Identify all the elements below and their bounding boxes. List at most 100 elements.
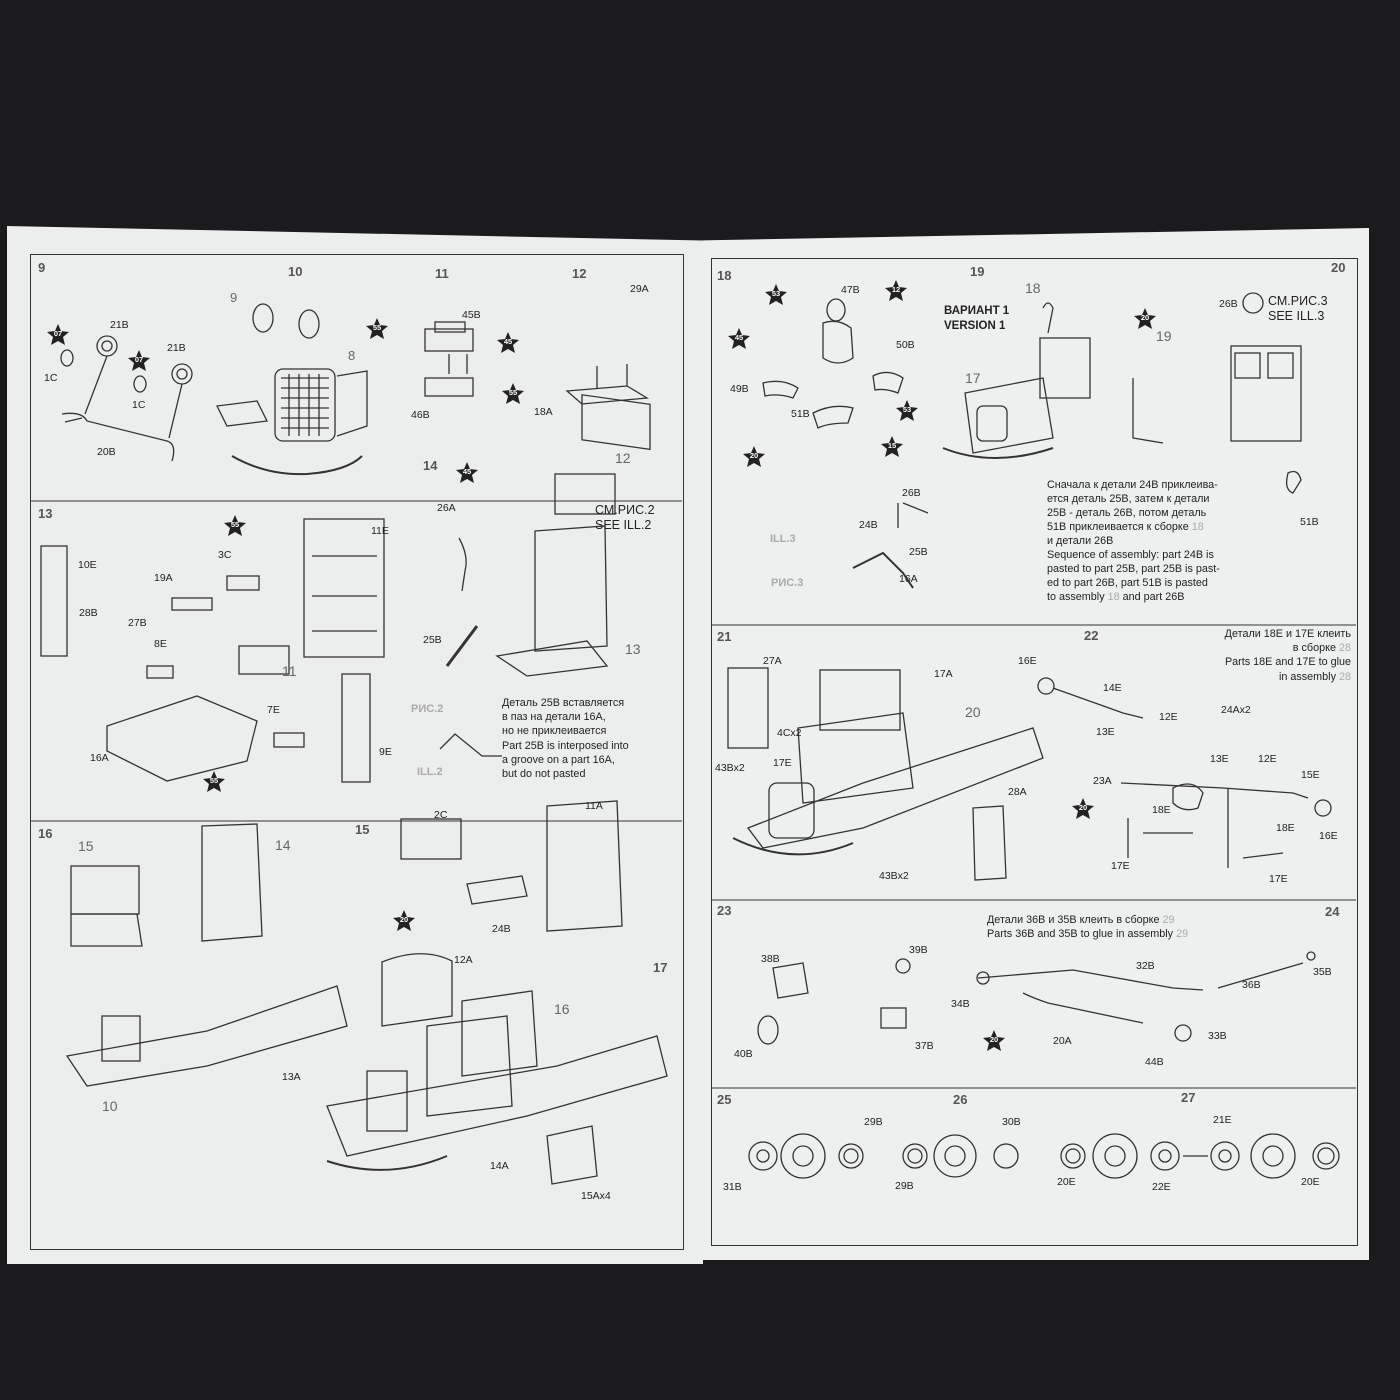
paint-code-star: 12 [885, 280, 907, 302]
paint-code-star: 55 [203, 771, 225, 793]
part-label: 25B [909, 546, 928, 558]
step-11-number: 11 [435, 266, 449, 281]
paint-code-star: 20 [1072, 798, 1094, 820]
part-label: 29B [895, 1180, 914, 1192]
step-18-number: 18 [717, 268, 732, 283]
part-label: 15Ax4 [581, 1190, 611, 1202]
part-label: 29B [864, 1116, 883, 1128]
part-label: 29A [630, 283, 649, 295]
paint-code-star: 15 [881, 436, 903, 458]
part-label: 26B [1219, 298, 1238, 310]
part-label: 7E [267, 704, 280, 716]
step-19-number: 19 [970, 264, 985, 279]
part-label: 27A [763, 655, 782, 667]
step-21-number: 21 [717, 629, 732, 644]
part-label: 26B [902, 487, 921, 499]
right-instruction-page: 18 19 20 21 22 23 24 25 26 27 53 47B 12 … [703, 228, 1369, 1260]
part-label: 20B [97, 446, 116, 458]
left-page-drawings [31, 303, 682, 1185]
step-19-note: Сначала к детали 24B приклеива- ется дет… [1047, 479, 1220, 603]
part-label: 18A [534, 406, 553, 418]
part-label: 24B [859, 519, 878, 531]
part-label: 35B [1313, 966, 1332, 978]
part-label: 39B [909, 944, 928, 956]
part-label: 17A [934, 668, 953, 680]
part-label: 37B [915, 1040, 934, 1052]
paint-code-star: 07 [128, 350, 150, 372]
part-label: 12A [454, 954, 473, 966]
part-label: 15 [78, 838, 94, 854]
step-23-number: 23 [717, 903, 732, 918]
part-label: 20E [1057, 1176, 1076, 1188]
part-label: 17E [1111, 860, 1130, 872]
part-label: 47B [841, 284, 860, 296]
part-label: 17E [1269, 873, 1288, 885]
part-label: 44B [1145, 1056, 1164, 1068]
part-label: 18E [1276, 822, 1295, 834]
part-label: 13A [282, 1071, 301, 1083]
part-label: 20 [965, 704, 981, 720]
illustration-label: ILL.3 [770, 533, 796, 545]
part-label: 43Bx2 [879, 870, 909, 882]
part-label: 11A [585, 800, 603, 812]
part-label: 27B [128, 617, 147, 629]
part-label: 28A [1008, 786, 1027, 798]
step-23-note: Детали 36B и 35B клеить в сборке 29 Part… [987, 914, 1189, 941]
right-page-drawings [711, 292, 1356, 1179]
step-27-number: 27 [1181, 1090, 1196, 1105]
part-label: 12E [1159, 711, 1178, 723]
left-instruction-page: 9 10 11 12 13 14 15 16 17 07 21B 1C 07 2… [7, 226, 703, 1264]
left-page-frame [30, 254, 684, 1250]
part-label: 40B [734, 1048, 753, 1060]
part-label: 10E [78, 559, 97, 571]
step-14-number: 14 [423, 458, 438, 473]
part-label: 13E [1096, 726, 1115, 738]
paint-code-star: 55 [366, 318, 388, 340]
part-label: 32B [1136, 960, 1155, 972]
part-label: 8 [348, 348, 356, 363]
part-label: 16A [90, 752, 109, 764]
paint-code-star: 07 [47, 324, 69, 346]
step-24-number: 24 [1325, 904, 1340, 919]
part-label: 16E [1319, 830, 1338, 842]
step-9-number: 9 [38, 260, 46, 275]
part-label: 18 [1025, 280, 1041, 296]
part-label: 9E [379, 746, 392, 758]
part-label: 22E [1152, 1181, 1171, 1193]
part-label: 46B [411, 409, 430, 421]
part-label: 1C [132, 399, 146, 411]
part-label: 17E [773, 757, 792, 769]
part-label: 30B [1002, 1116, 1021, 1128]
part-label: 33B [1208, 1030, 1227, 1042]
part-label: 15E [1301, 769, 1320, 781]
step-16-number: 16 [38, 826, 53, 841]
part-label: 21B [110, 319, 129, 331]
step-25-number: 25 [717, 1092, 732, 1107]
paint-code-star: 45 [497, 332, 519, 354]
part-label: 2C [434, 809, 448, 821]
part-label: 8E [154, 638, 167, 650]
step-22-note: Детали 18E и 17E клеить в сборке 28 Part… [1224, 628, 1351, 683]
part-label: 18E [1152, 804, 1171, 816]
part-label: 16 [554, 1001, 570, 1017]
part-label: 26A [437, 502, 456, 514]
step-14-note: Деталь 25B вставляется в паз на детали 1… [502, 697, 629, 781]
illustration-label: РИС.3 [771, 577, 804, 589]
part-label: 12E [1258, 753, 1277, 765]
step-26-number: 26 [953, 1092, 968, 1107]
illustration-label: ILL.2 [417, 766, 443, 778]
paint-code-star: 45 [728, 328, 750, 350]
paint-code-star: 55 [224, 515, 246, 537]
paint-code-star: 45 [456, 462, 478, 484]
part-label: 25B [423, 634, 442, 646]
right-page-frame [711, 258, 1358, 1246]
paint-code-star: 55 [502, 383, 524, 405]
step-17-number: 17 [653, 960, 668, 975]
part-label: 28B [79, 607, 98, 619]
paint-code-star: 53 [896, 400, 918, 422]
paint-code-star: 53 [765, 284, 787, 306]
step-13-number: 13 [38, 506, 53, 521]
part-label: 9 [230, 290, 238, 305]
part-label: 19A [154, 572, 173, 584]
